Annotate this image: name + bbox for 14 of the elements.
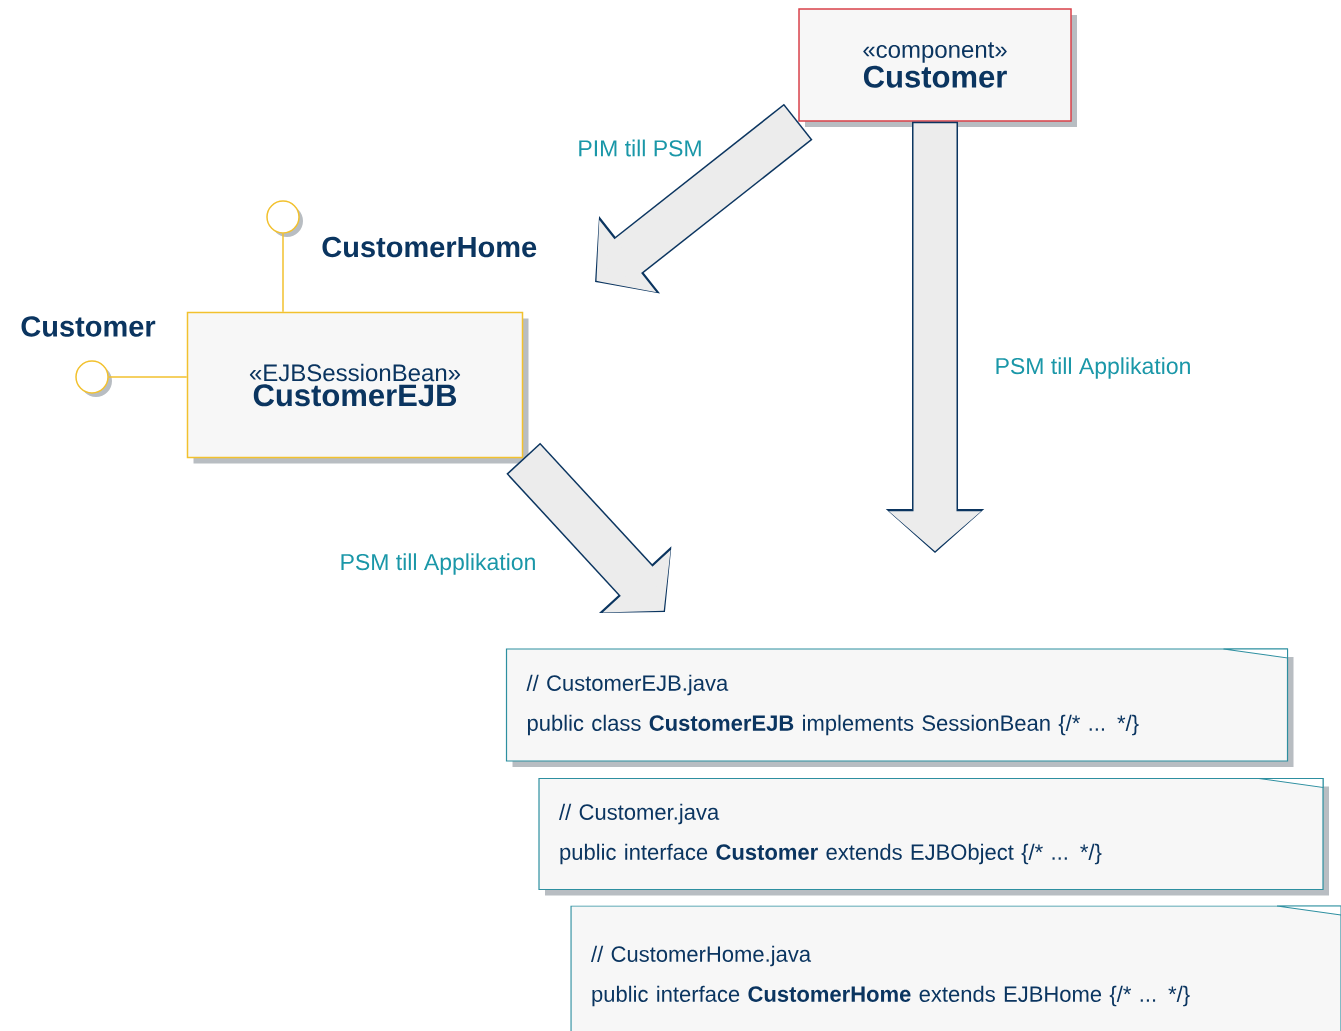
- node-label: CustomerHome: [322, 236, 537, 258]
- code-note: // CustomerEJB.java public class CustomerEJB implements SessionBean {/* ... */}: [505, 648, 1294, 767]
- edge-label: PIM till PSM: [576, 138, 704, 158]
- code-note: // Customer.java public interface Customer extends EJBObject {/* ... */}: [538, 777, 1329, 896]
- edge-label: PSM till Applikation: [993, 356, 1193, 380]
- node-label: Customer: [21, 316, 156, 337]
- interface-lollipop: Customer: [21, 316, 156, 397]
- component-box: «component» Customer: [798, 8, 1077, 127]
- connector-line: [282, 233, 284, 313]
- component-box: «EJBSessionBean» CustomerEJB: [186, 311, 529, 464]
- connector-line: [108, 376, 188, 378]
- edge-label: PSM till Applikation: [338, 552, 538, 576]
- interface-lollipop: CustomerHome: [266, 200, 537, 258]
- code-note: // CustomerHome.java public interface CustomerHome extends EJBHome {/* ... */}: [570, 905, 1341, 1031]
